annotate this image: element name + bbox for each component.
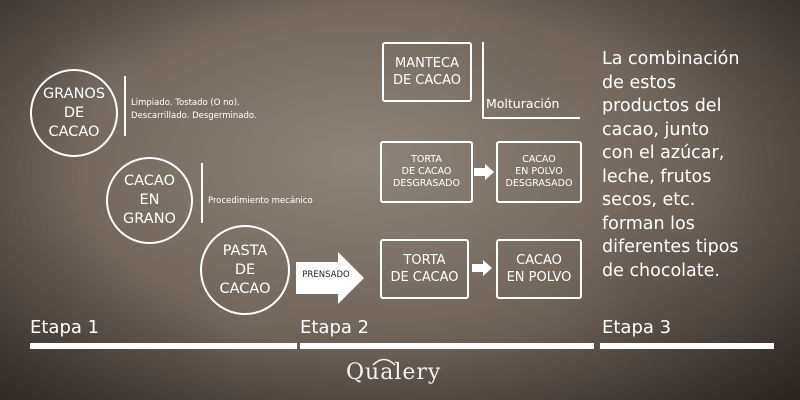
divider-step2 bbox=[201, 163, 203, 223]
box-torta-de-cacao: TORTA DE CACAO bbox=[380, 239, 469, 299]
arrow-right-icon bbox=[474, 164, 494, 180]
divider-step1 bbox=[124, 76, 126, 136]
stage-3-label: Etapa 3 bbox=[602, 317, 672, 338]
stage-3-bar bbox=[600, 343, 774, 349]
molturacion-bracket-horizontal bbox=[482, 117, 580, 119]
prensado-arrow bbox=[296, 252, 364, 304]
note-step2: Procedimiento mecánico bbox=[208, 196, 313, 206]
box-torta-desgrasada: TORTA DE CACAO DESGRASADO bbox=[380, 141, 473, 203]
circle-pasta-de-cacao: PASTA DE CACAO bbox=[200, 225, 290, 315]
chocolate-description: La combinación de estos productos del ca… bbox=[602, 49, 740, 281]
box-manteca-de-cacao: MANTECA DE CACAO bbox=[382, 42, 472, 102]
circle-cacao-en-grano: CACAO EN GRANO bbox=[106, 157, 193, 244]
circle-granos-de-cacao: GRANOS DE CACAO bbox=[30, 69, 118, 157]
stage-2-bar bbox=[300, 343, 594, 349]
stage-1-bar bbox=[30, 343, 297, 349]
molturacion-bracket-vertical bbox=[482, 42, 484, 118]
box-cacao-en-polvo: CACAO EN POLVO bbox=[496, 239, 582, 299]
stage-1-label: Etapa 1 bbox=[30, 317, 100, 338]
stage-2-label: Etapa 2 bbox=[300, 317, 370, 338]
brand-logo-arc bbox=[372, 358, 396, 366]
box-cacao-en-polvo-desgrasado: CACAO EN POLVO DESGRASADO bbox=[496, 141, 582, 203]
note-step1: Limpiado. Tostado (O no). Descarrillado.… bbox=[131, 98, 257, 121]
arrow-right-icon bbox=[472, 260, 492, 276]
brand-logo: Qualery bbox=[346, 360, 442, 385]
prensado-label: PRENSADO bbox=[302, 270, 350, 280]
molturacion-label: Molturación bbox=[486, 96, 560, 111]
